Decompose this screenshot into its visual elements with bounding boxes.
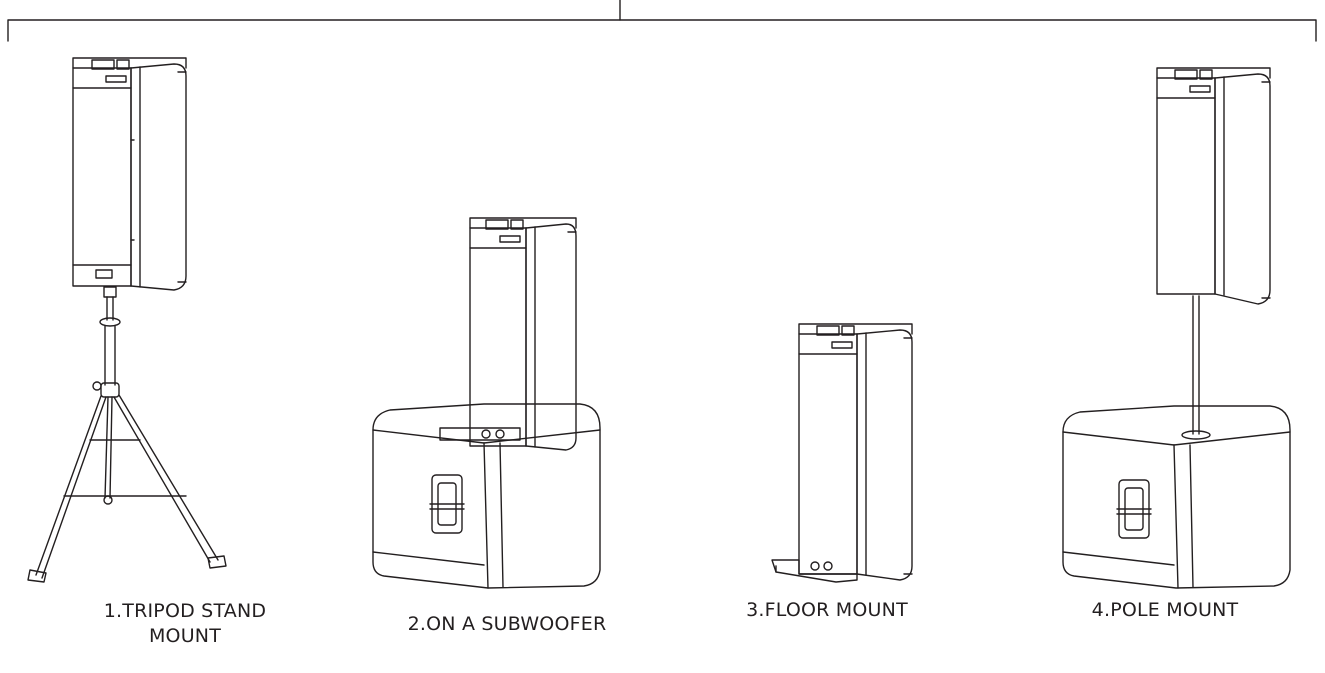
floor-mount-illustration [771,323,913,583]
top-bracket-frame [7,0,1317,42]
caption-floor-mount: 3.FLOOR MOUNT [746,599,908,621]
floor-bracket [771,559,858,583]
caption-pole-mount: 4.POLE MOUNT [1091,599,1239,621]
tripod-mount-illustration [27,57,227,583]
pole-speaker [1156,67,1271,305]
caption-on-a-subwoofer: 2.ON A SUBWOOFER [407,613,607,635]
pole-mount-illustration [1062,67,1291,589]
tripod-stand [27,286,227,583]
pole-subwoofer [1062,405,1291,589]
subwoofer-cabinet [372,403,601,589]
pole [1181,295,1211,440]
caption-tripod-stand-mount: 1.TRIPOD STAND MOUNT [103,600,267,647]
subwoofer-top-speaker [469,217,577,451]
tripod-speaker [72,57,187,291]
subwoofer-mount-illustration [372,217,601,589]
floor-speaker [798,323,913,581]
